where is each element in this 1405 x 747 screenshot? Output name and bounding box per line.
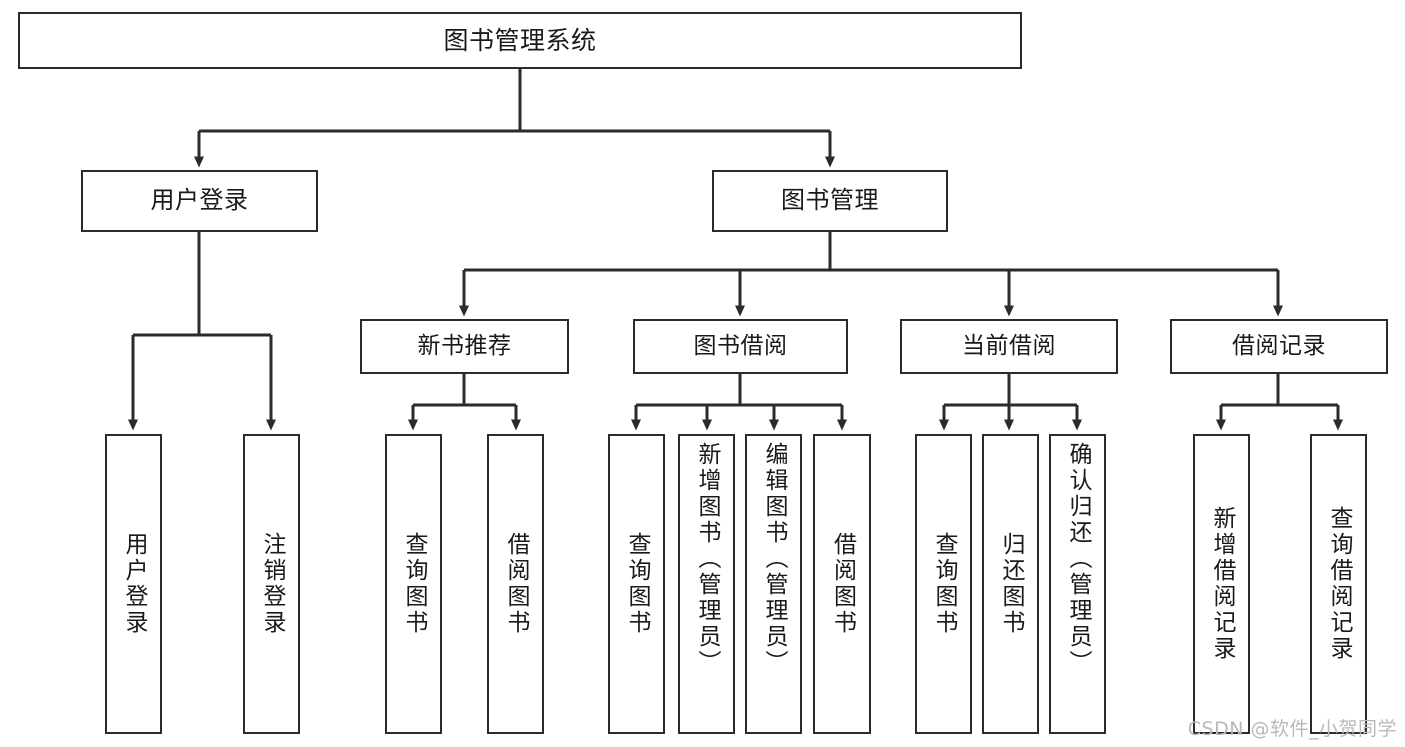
leaf-current-borrow-query-book[interactable]: 查询图书 bbox=[915, 434, 972, 734]
node-label: 确认归还（管理员） bbox=[1065, 442, 1091, 676]
node-label: 当前借阅 bbox=[962, 333, 1056, 360]
node-label: 用户登录 bbox=[150, 186, 249, 215]
leaf-current-borrow-return-book[interactable]: 归还图书 bbox=[982, 434, 1039, 734]
leaf-borrow-record-add-record[interactable]: 新增借阅记录 bbox=[1193, 434, 1250, 734]
node-label: 查询图书 bbox=[931, 532, 957, 636]
node-label: 新书推荐 bbox=[417, 333, 512, 360]
node-book-management[interactable]: 图书管理 bbox=[712, 170, 948, 232]
leaf-book-borrow-borrow-book[interactable]: 借阅图书 bbox=[813, 434, 871, 734]
node-user-login[interactable]: 用户登录 bbox=[81, 170, 318, 232]
leaf-book-borrow-query-book[interactable]: 查询图书 bbox=[608, 434, 665, 734]
node-label: 用户登录 bbox=[121, 532, 147, 636]
node-label: 编辑图书（管理员） bbox=[761, 442, 787, 676]
node-label: 查询图书 bbox=[624, 532, 650, 636]
node-label: 图书管理系统 bbox=[443, 26, 597, 55]
node-label: 新增图书（管理员） bbox=[694, 442, 720, 676]
node-label: 图书借阅 bbox=[693, 333, 788, 360]
leaf-user-login-do-login[interactable]: 用户登录 bbox=[105, 434, 162, 734]
node-book-borrow[interactable]: 图书借阅 bbox=[633, 319, 848, 374]
node-current-borrow[interactable]: 当前借阅 bbox=[900, 319, 1118, 374]
leaf-book-borrow-edit-book-admin[interactable]: 编辑图书（管理员） bbox=[745, 434, 802, 734]
node-root-system[interactable]: 图书管理系统 bbox=[18, 12, 1022, 69]
node-label: 查询借阅记录 bbox=[1326, 506, 1352, 662]
node-label: 借阅图书 bbox=[829, 532, 856, 636]
node-label: 图书管理 bbox=[781, 186, 879, 215]
leaf-new-book-borrow-book[interactable]: 借阅图书 bbox=[487, 434, 544, 734]
leaf-borrow-record-query-record[interactable]: 查询借阅记录 bbox=[1310, 434, 1367, 734]
node-borrow-record[interactable]: 借阅记录 bbox=[1170, 319, 1388, 374]
node-label: 归还图书 bbox=[998, 532, 1024, 636]
node-label: 查询图书 bbox=[401, 532, 427, 636]
leaf-new-book-query-book[interactable]: 查询图书 bbox=[385, 434, 442, 734]
leaf-book-borrow-add-book-admin[interactable]: 新增图书（管理员） bbox=[678, 434, 735, 734]
node-label: 借阅图书 bbox=[503, 532, 529, 636]
node-new-book-recommend[interactable]: 新书推荐 bbox=[360, 319, 569, 374]
node-label: 注销登录 bbox=[259, 532, 285, 636]
node-label: 借阅记录 bbox=[1232, 333, 1326, 360]
node-label: 新增借阅记录 bbox=[1209, 506, 1235, 662]
leaf-current-borrow-confirm-return-admin[interactable]: 确认归还（管理员） bbox=[1049, 434, 1106, 734]
leaf-user-login-logout[interactable]: 注销登录 bbox=[243, 434, 300, 734]
